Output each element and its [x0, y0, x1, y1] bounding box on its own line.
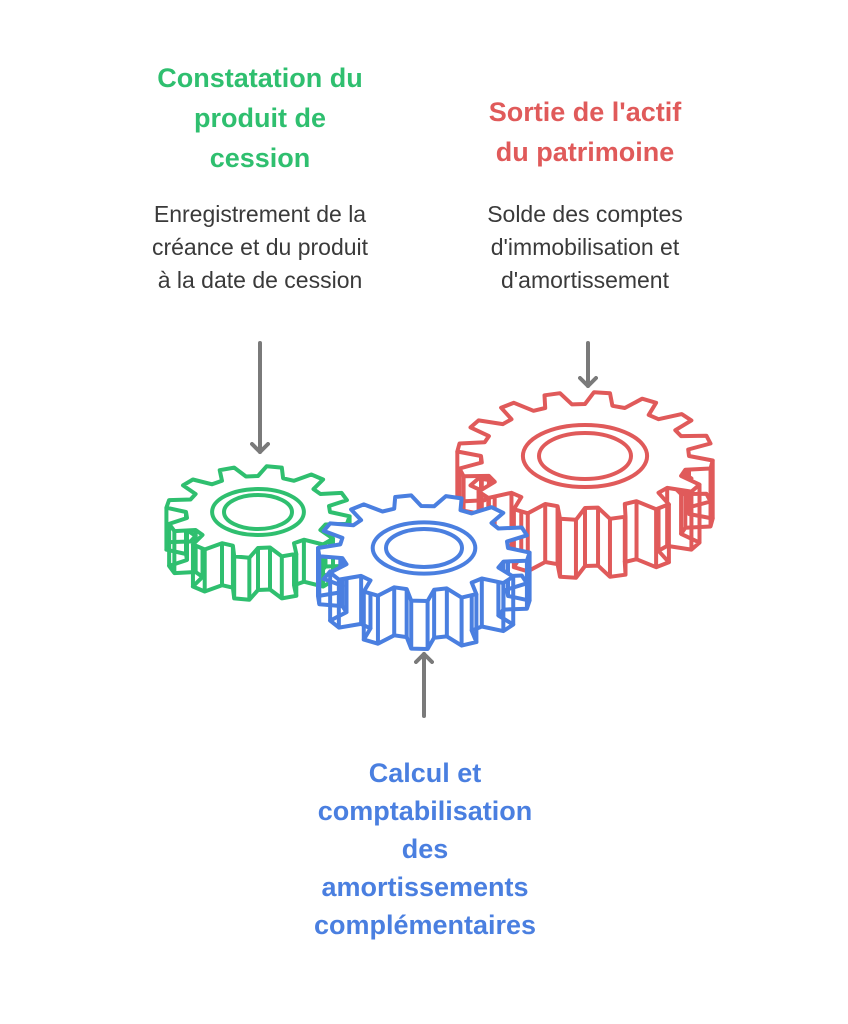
step-title-sortie: Sortie de l'actif du patrimoine [488, 97, 682, 167]
step-title-constatation: Constatation du produit de cession [157, 63, 363, 173]
step-desc-constatation: Enregistrement de la créance et du produ… [151, 201, 369, 293]
gear-icon [316, 493, 532, 651]
step-desc-sortie: Solde des comptes d'immobilisation et d'… [487, 201, 683, 293]
step-title-calcul: Calcul et comptabilisation des amortisse… [313, 758, 537, 940]
